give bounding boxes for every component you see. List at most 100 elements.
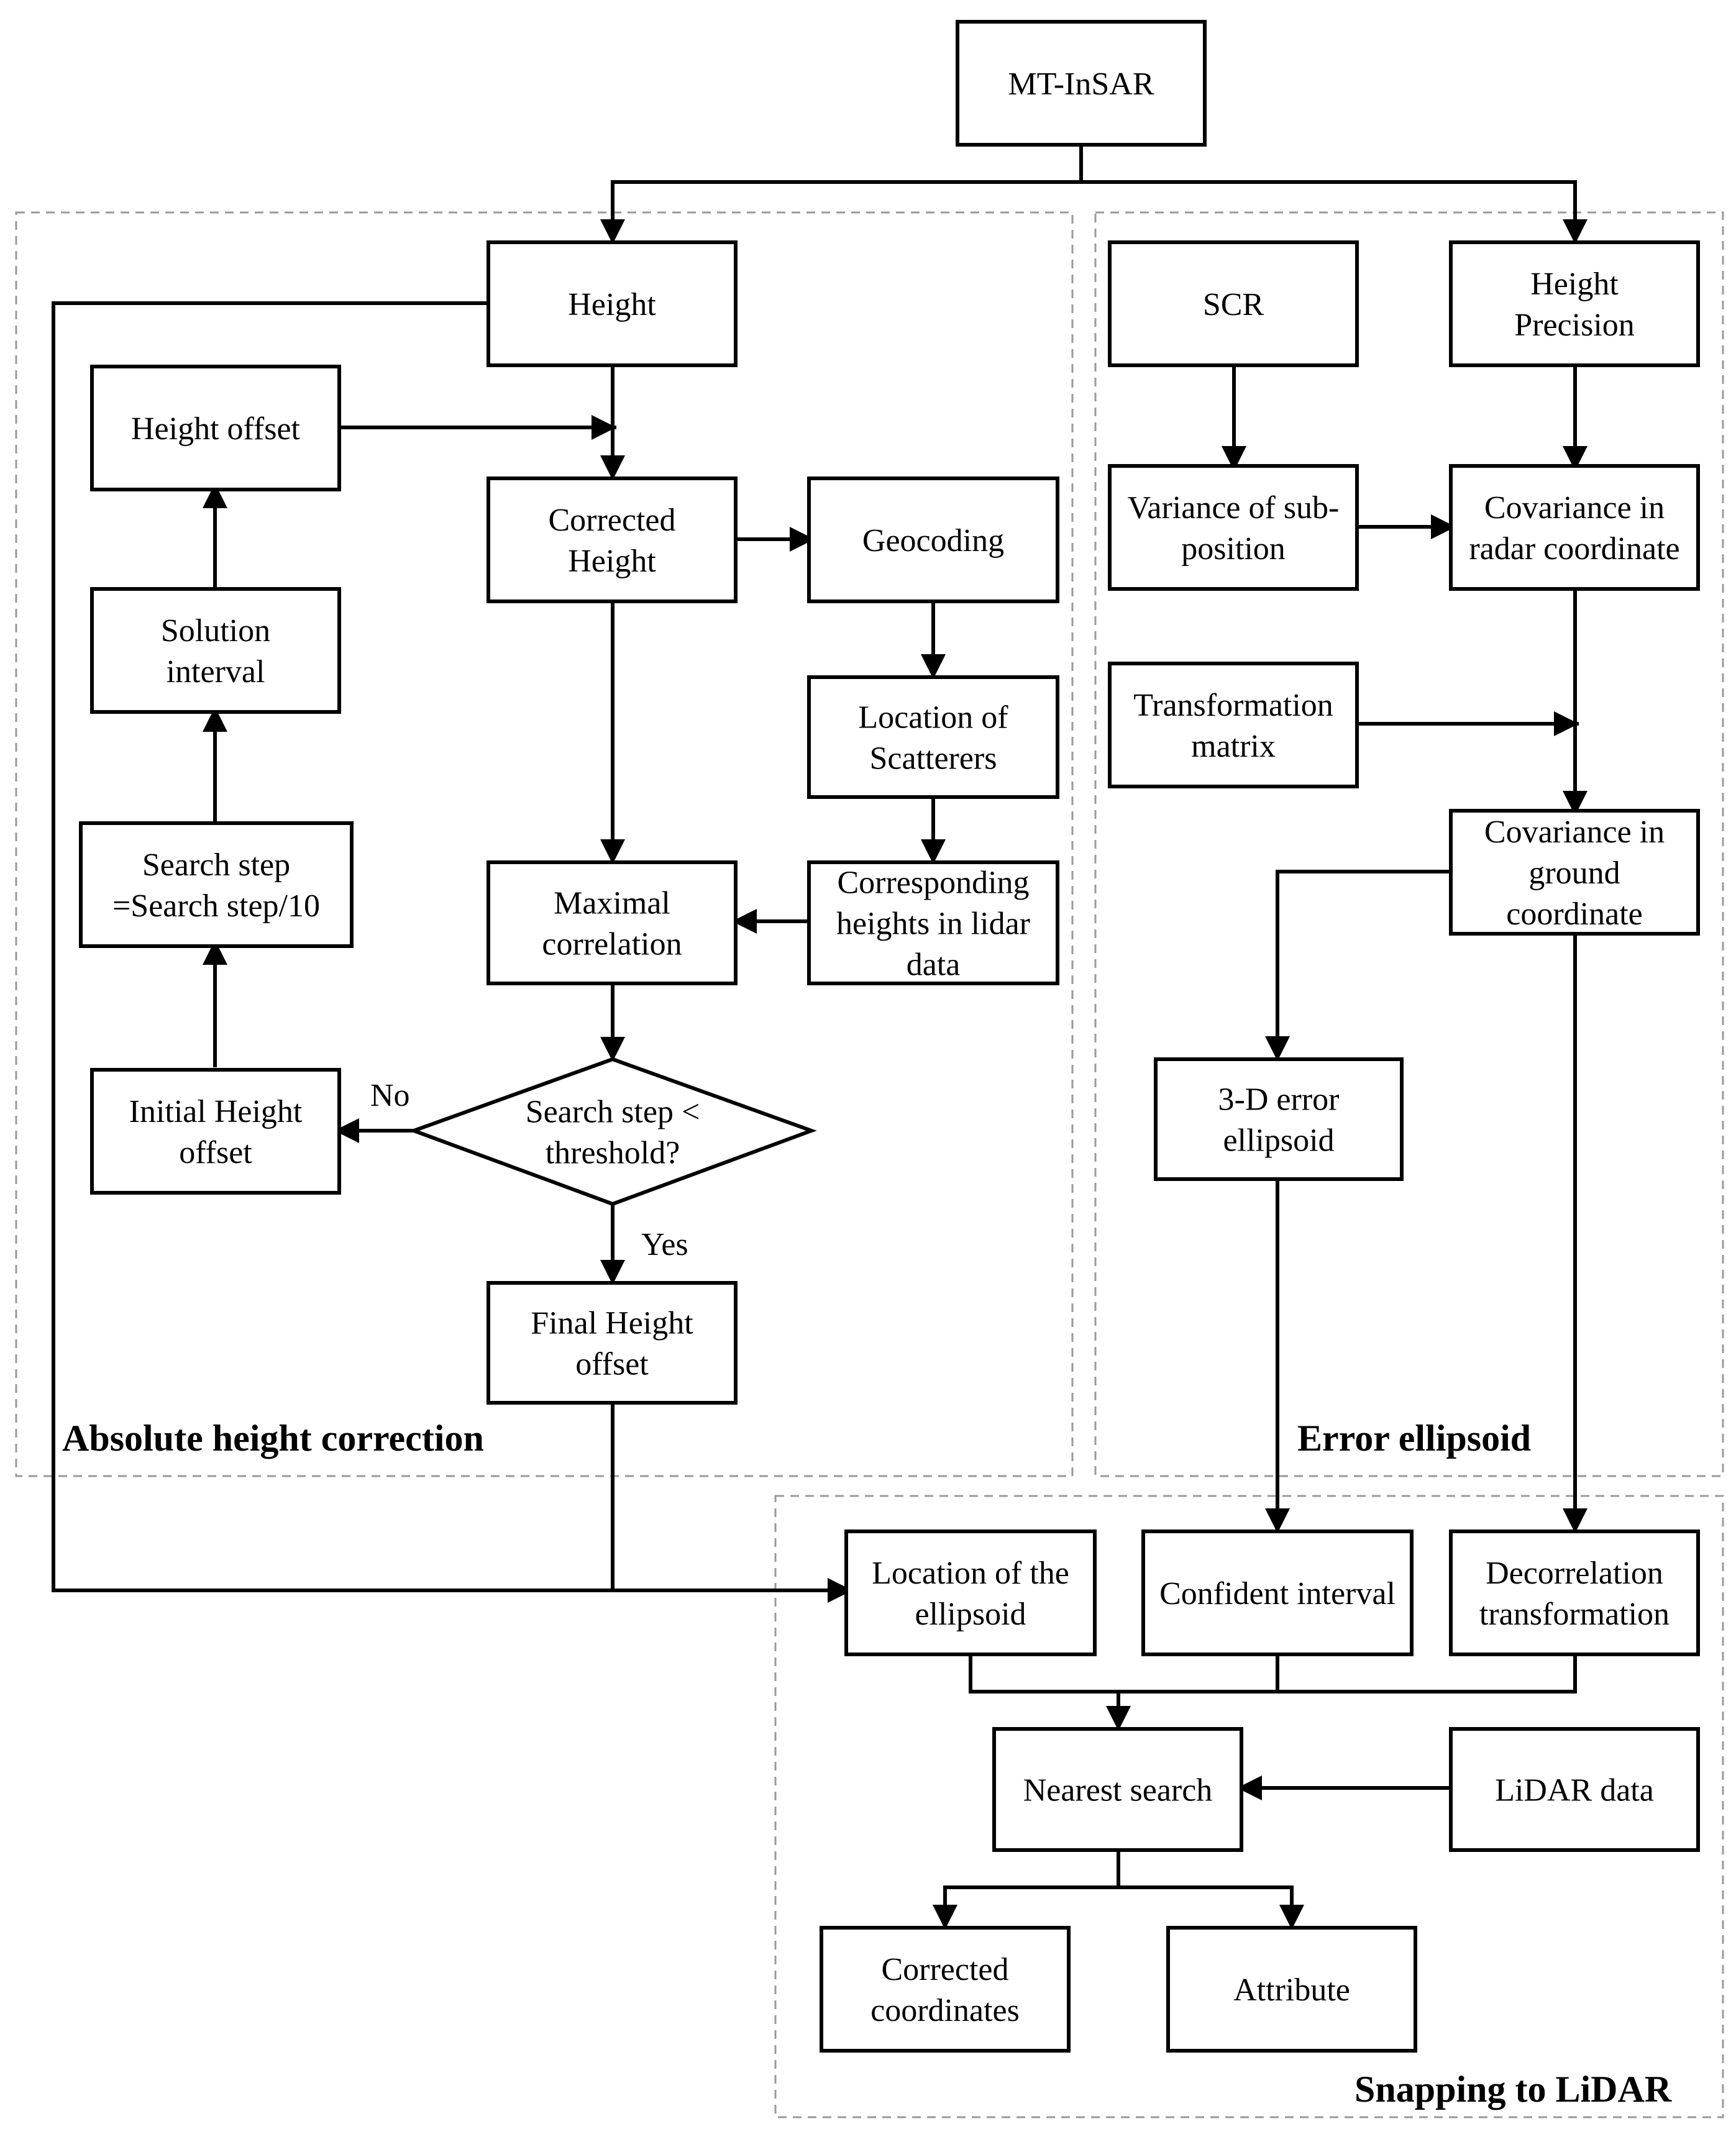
node-label-line: Location of the — [872, 1556, 1069, 1591]
node-label-line: transformation — [1479, 1597, 1670, 1632]
node-label-line: ground — [1528, 855, 1620, 891]
svg-text:Search step <threshold?: Search step < threshold? — [526, 1095, 700, 1171]
node-label-line: Height — [1530, 267, 1619, 302]
node-decorrelation-transformation: Decorrelation transformation — [1449, 1530, 1700, 1656]
node-label-line: LiDAR data — [1495, 1773, 1654, 1808]
node-variance-subposition: Variance of sub-position — [1108, 464, 1359, 591]
node-location-of-ellipsoid: Location of the ellipsoid — [844, 1530, 1097, 1656]
node-label-line: Confident interval — [1159, 1576, 1396, 1612]
node-label-line: offset — [179, 1135, 252, 1170]
node-label-line: Solution — [161, 613, 270, 649]
svg-text:SCR: SCR — [1203, 287, 1264, 322]
node-label-line: matrix — [1191, 729, 1276, 764]
node-label-line: 3-D error — [1218, 1082, 1340, 1118]
node-label-line: ellipsoid — [915, 1597, 1026, 1632]
svg-text:Variance of sub-position: Variance of sub-position — [1128, 490, 1340, 567]
node-label-line: Nearest search — [1023, 1773, 1213, 1808]
region-title-snapping: Snapping to LiDAR — [1355, 2069, 1672, 2110]
node-label-line: Height — [568, 287, 656, 322]
node-label-line: =Search step/10 — [112, 888, 320, 924]
node-label-line: Corrected — [881, 1952, 1008, 1987]
edge-mtinsar-to-height-precision — [1081, 180, 1577, 238]
edge-label-no: No — [370, 1078, 410, 1113]
region-title-ellipsoid: Error ellipsoid — [1297, 1418, 1531, 1459]
node-covariance-ground: Covariance in ground coordinate — [1449, 809, 1700, 936]
svg-text:Geocoding: Geocoding — [862, 523, 1004, 558]
node-label-line: heights in lidar — [836, 906, 1030, 942]
node-confident-interval: Confident interval — [1141, 1530, 1414, 1656]
node-attribute: Attribute — [1166, 1926, 1417, 2053]
node-corresponding-heights: Corresponding heights in lidar data — [807, 860, 1059, 985]
node-label-line: data — [907, 947, 961, 983]
node-label-line: coordinate — [1506, 896, 1642, 932]
node-label-line: Scatterers — [869, 741, 997, 777]
edge-nearest-split — [943, 1850, 1294, 1923]
node-label-line: Height offset — [131, 411, 301, 447]
node-label-line: Final Height — [531, 1306, 693, 1341]
node-height-offset: Height offset — [90, 365, 341, 491]
svg-text:Height offset: Height offset — [131, 411, 301, 447]
node-label-line: ellipsoid — [1223, 1123, 1334, 1159]
svg-text:Height: Height — [568, 287, 656, 322]
node-scr: SCR — [1108, 240, 1359, 367]
node-label-line: Initial Height — [129, 1094, 303, 1129]
node-label-line: Attribute — [1233, 1972, 1350, 2008]
node-label-line: Height — [568, 544, 656, 579]
node-label-line: Decorrelation — [1486, 1556, 1663, 1591]
edge-merge-to-nearest — [969, 1654, 1577, 1725]
node-label-line: MT-InSAR — [1008, 66, 1154, 102]
node-label-line: Transformation — [1133, 688, 1333, 723]
node-search-step: Search step =Search step/10 — [79, 821, 354, 948]
node-label-line: radar coordinate — [1469, 531, 1679, 567]
edge-mtinsar-split — [611, 145, 1083, 238]
svg-text:Search step=Search step/10: Search step =Search step/10 — [112, 847, 320, 924]
node-3d-error-ellipsoid: 3-D error ellipsoid — [1154, 1057, 1404, 1181]
node-covariance-radar: Covariance in radar coordinate — [1449, 464, 1700, 591]
node-label-line: threshold? — [546, 1136, 680, 1171]
region-error-ellipsoid — [1094, 211, 1724, 1477]
node-corrected-coordinates: Corrected coordinates — [820, 1926, 1071, 2053]
node-transformation-matrix: Transformation matrix — [1108, 662, 1359, 788]
node-label-line: SCR — [1203, 287, 1264, 322]
node-label-line: correlation — [542, 927, 682, 962]
edge-label-yes: Yes — [641, 1227, 688, 1262]
edge-height-loop-to-location-ellipsoid — [52, 301, 846, 1592]
node-label-line: Corresponding — [837, 865, 1029, 901]
node-label-line: Search step < — [526, 1095, 700, 1130]
node-label-line: offset — [575, 1347, 649, 1382]
node-nearest-search: Nearest search — [992, 1727, 1243, 1852]
node-label-line: Covariance in — [1484, 814, 1665, 850]
node-label-line: Location of — [858, 700, 1008, 736]
node-location-scatterers: Location of Scatterers — [807, 675, 1059, 799]
node-label-line: Covariance in — [1484, 490, 1665, 526]
node-decision-search-step: Search step < threshold? — [408, 1057, 817, 1206]
node-geocoding: Geocoding — [807, 476, 1059, 603]
node-label-line: coordinates — [870, 1993, 1020, 2028]
node-label-line: Variance of sub- — [1128, 490, 1340, 526]
svg-text:LiDAR data: LiDAR data — [1495, 1773, 1654, 1808]
edge-covariance-ground-to-ellipsoid — [1276, 870, 1450, 1055]
node-height: Height — [487, 240, 738, 367]
node-label-line: Search step — [142, 847, 290, 883]
